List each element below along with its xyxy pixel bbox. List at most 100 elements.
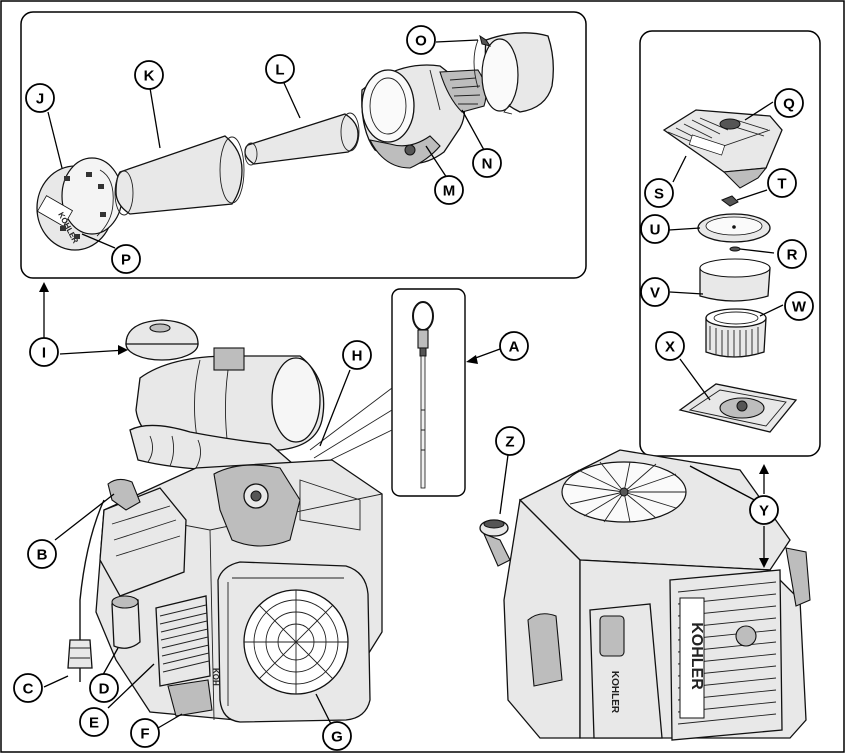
callout-circle bbox=[472, 148, 502, 178]
callout-j: J bbox=[25, 83, 55, 113]
callout-label: N bbox=[482, 156, 493, 173]
callout-label: W bbox=[792, 299, 807, 316]
callout-g: G bbox=[322, 721, 352, 751]
callout-circle bbox=[134, 60, 164, 90]
callout-circle bbox=[265, 54, 295, 84]
callout-circle bbox=[79, 707, 109, 737]
callout-label: V bbox=[650, 285, 660, 302]
callout-h: H bbox=[342, 340, 372, 370]
callout-label: R bbox=[787, 247, 798, 264]
callout-label: B bbox=[37, 547, 48, 564]
callout-o: O bbox=[406, 25, 436, 55]
callout-label: G bbox=[331, 729, 343, 746]
second-engine-drawing: KOHLER KOHLER bbox=[479, 449, 811, 741]
callout-circle bbox=[655, 331, 685, 361]
callout-p: P bbox=[111, 244, 141, 274]
callout-b: B bbox=[27, 539, 57, 569]
callout-circle bbox=[322, 721, 352, 751]
callout-label: S bbox=[654, 186, 664, 203]
callout-label: L bbox=[275, 62, 284, 79]
callout-label: Y bbox=[759, 503, 769, 520]
air-cleaner-base-part bbox=[678, 383, 798, 433]
callout-z: Z bbox=[495, 426, 525, 456]
callout-x: X bbox=[655, 331, 685, 361]
callout-circle bbox=[749, 495, 779, 525]
callout-label: K bbox=[144, 68, 155, 85]
svg-text:KOHLER: KOHLER bbox=[688, 622, 705, 690]
callout-y: Y bbox=[749, 495, 779, 525]
callout-q: Q bbox=[774, 88, 804, 118]
callout-circle bbox=[767, 168, 797, 198]
callout-layer: J K L O N M P Q S T U R V W X Y Z I H A B C DE F G bbox=[13, 25, 814, 751]
callout-label: Q bbox=[783, 96, 795, 113]
callout-v: V bbox=[640, 277, 670, 307]
callout-f: F bbox=[130, 718, 160, 748]
top-air-cleaner-panel bbox=[639, 30, 821, 457]
callout-s: S bbox=[644, 178, 674, 208]
callout-circle bbox=[89, 673, 119, 703]
callout-label: P bbox=[121, 252, 131, 269]
housing-cover-part bbox=[473, 32, 554, 115]
callout-r: R bbox=[777, 239, 807, 269]
callout-label: U bbox=[650, 222, 661, 239]
callout-circle bbox=[13, 673, 43, 703]
nut-part bbox=[720, 195, 739, 207]
callout-label: T bbox=[777, 176, 786, 193]
outer-filter-part bbox=[114, 135, 245, 216]
callout-label: I bbox=[42, 345, 46, 362]
callout-label: A bbox=[509, 339, 520, 356]
end-cap-part: KOHLER bbox=[36, 157, 123, 251]
svg-text:KOHLER: KOHLER bbox=[609, 671, 620, 714]
callout-label: O bbox=[415, 33, 427, 50]
callout-d: D bbox=[89, 673, 119, 703]
grommet-part bbox=[729, 246, 741, 252]
air-filter-element-part bbox=[705, 308, 767, 358]
callout-w: W bbox=[784, 291, 814, 321]
callout-circle bbox=[342, 340, 372, 370]
arrowheads bbox=[39, 282, 769, 568]
callout-circle bbox=[495, 426, 525, 456]
callout-circle bbox=[774, 88, 804, 118]
callout-circle bbox=[777, 239, 807, 269]
callout-t: T bbox=[767, 168, 797, 198]
callout-circle bbox=[29, 337, 59, 367]
callout-m: M bbox=[434, 175, 464, 205]
air-cleaner-housing-part bbox=[361, 64, 466, 169]
callout-label: D bbox=[99, 681, 110, 698]
air-cleaner-panel bbox=[20, 11, 587, 279]
callout-label: C bbox=[23, 681, 34, 698]
callout-c: C bbox=[13, 673, 43, 703]
callout-label: Z bbox=[505, 434, 514, 451]
svg-text:KOH: KOH bbox=[211, 668, 220, 686]
callout-circle bbox=[111, 244, 141, 274]
callout-circle bbox=[25, 83, 55, 113]
inner-filter-part bbox=[244, 112, 360, 166]
callout-circle bbox=[644, 178, 674, 208]
callout-a: A bbox=[499, 331, 529, 361]
callout-label: M bbox=[443, 183, 456, 200]
callout-i: I bbox=[29, 337, 59, 367]
main-engine-drawing: KOH bbox=[67, 319, 383, 723]
callout-l: L bbox=[265, 54, 295, 84]
precleaner-part bbox=[699, 258, 771, 302]
callout-label: J bbox=[36, 91, 44, 108]
callout-e: E bbox=[79, 707, 109, 737]
callout-label: X bbox=[665, 339, 675, 356]
air-cleaner-cover-part bbox=[662, 109, 783, 189]
callout-circle bbox=[27, 539, 57, 569]
callout-circle bbox=[640, 214, 670, 244]
callout-circle bbox=[784, 291, 814, 321]
callout-circle bbox=[406, 25, 436, 55]
leader-lines bbox=[43, 39, 784, 729]
callout-label: F bbox=[140, 726, 149, 743]
callout-k: K bbox=[134, 60, 164, 90]
callout-label: E bbox=[89, 715, 99, 732]
callout-circle bbox=[640, 277, 670, 307]
plate-part bbox=[697, 213, 771, 243]
callout-u: U bbox=[640, 214, 670, 244]
callout-n: N bbox=[472, 148, 502, 178]
callout-circle bbox=[499, 331, 529, 361]
